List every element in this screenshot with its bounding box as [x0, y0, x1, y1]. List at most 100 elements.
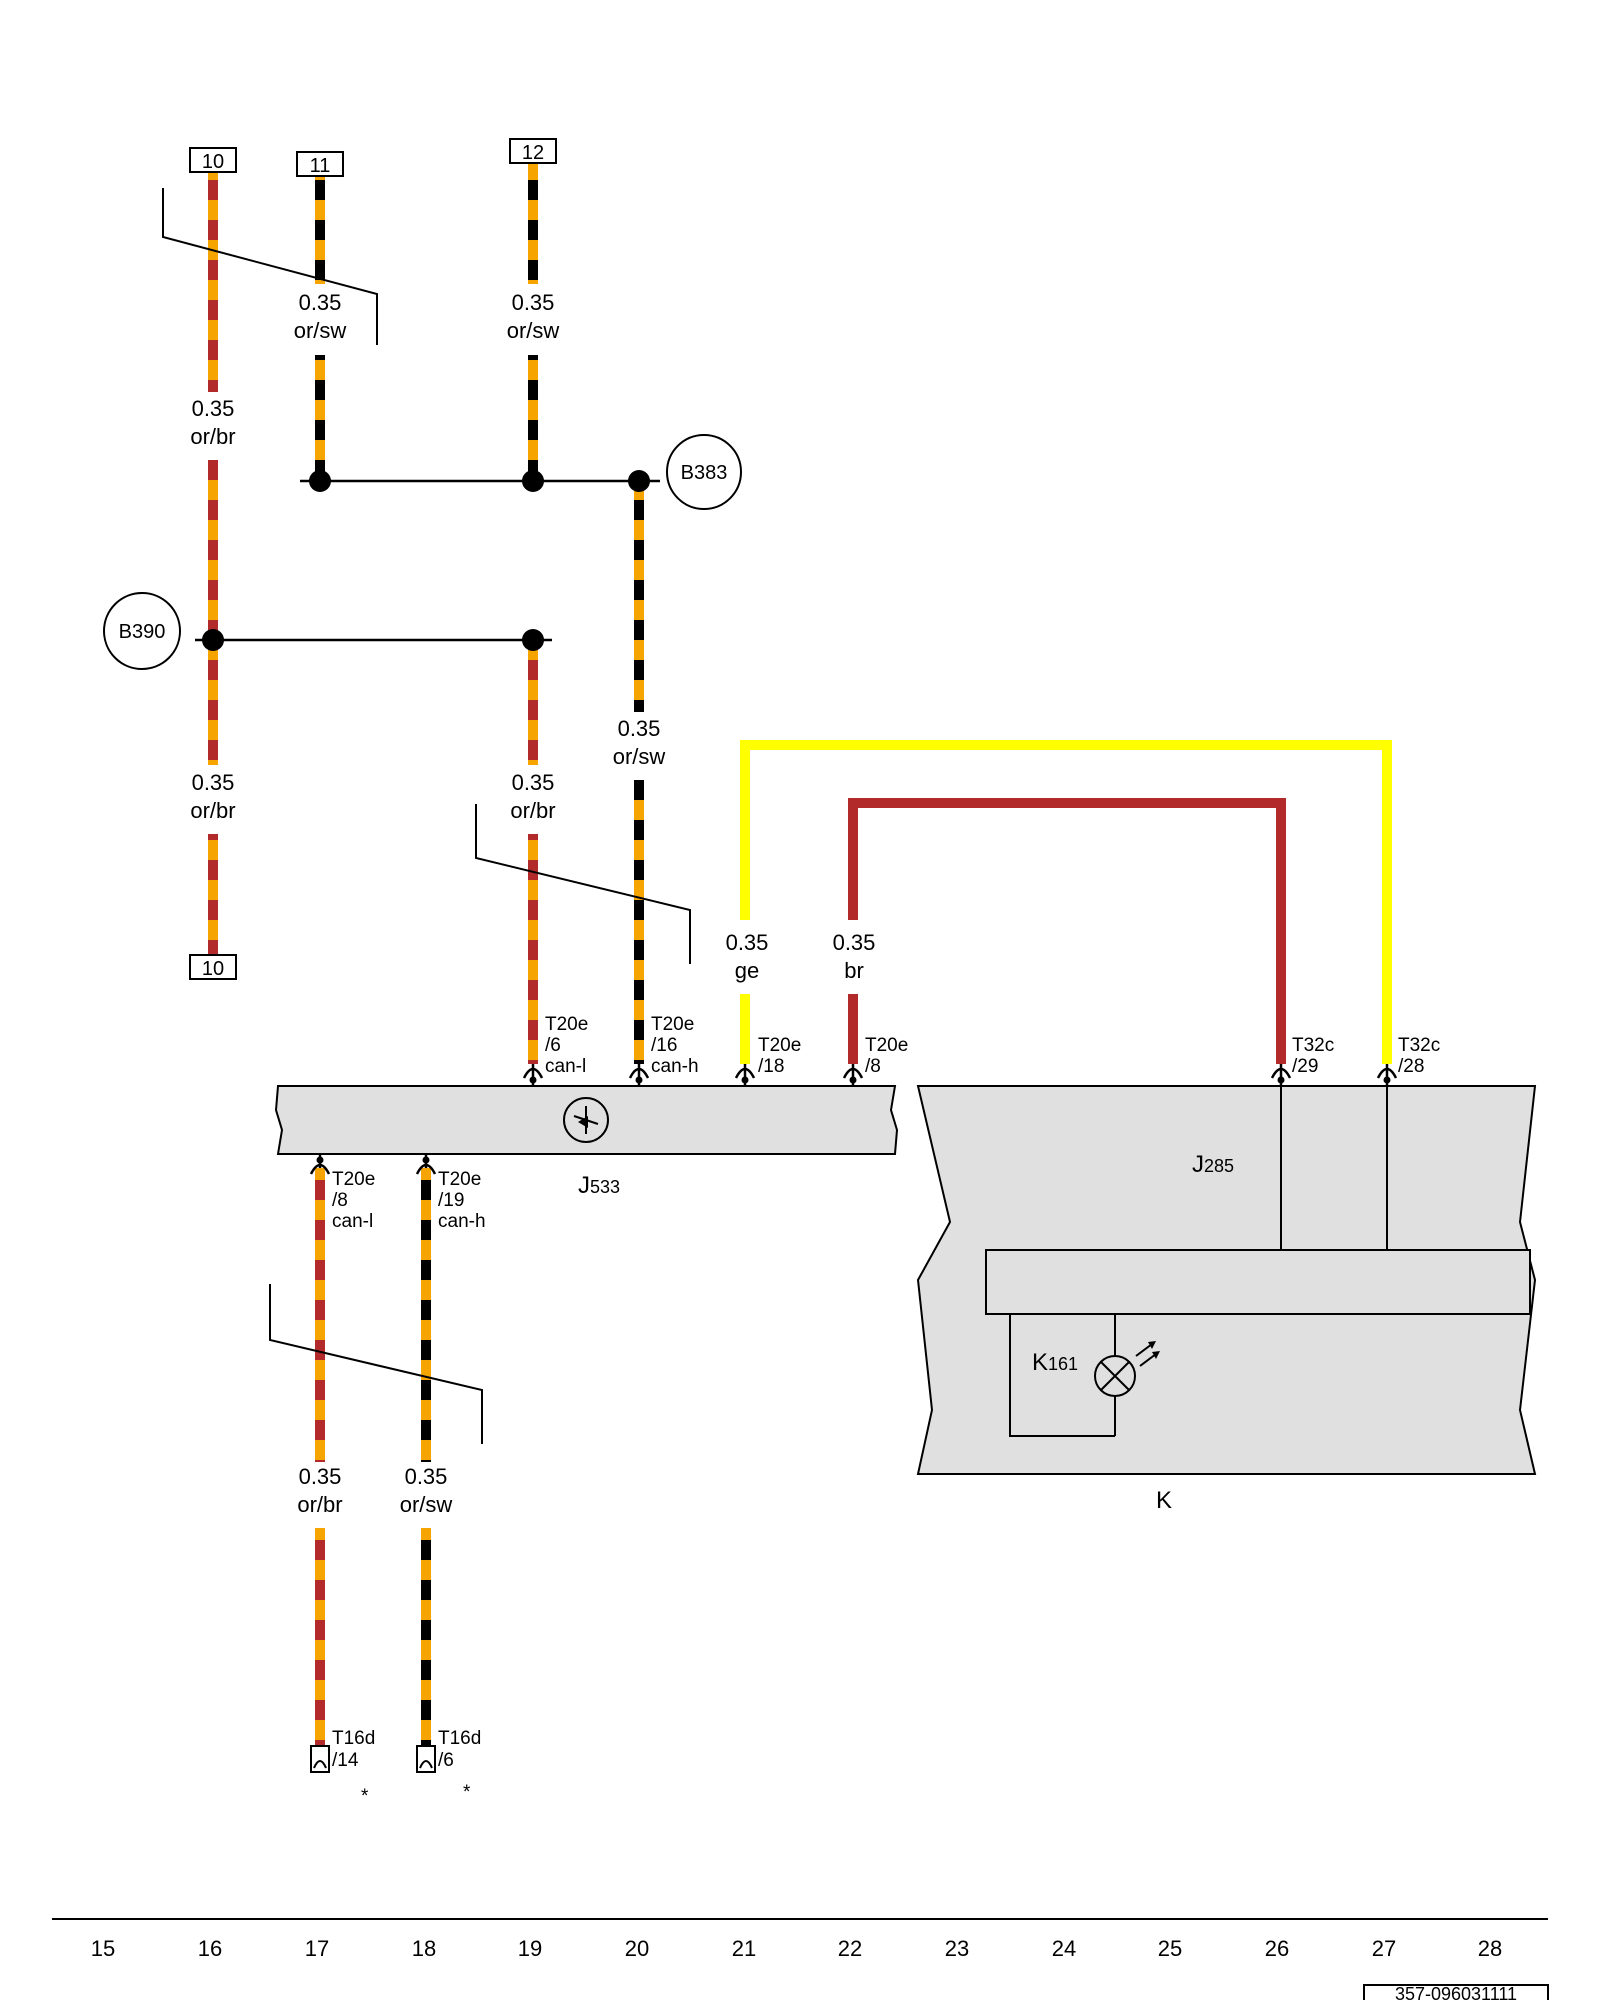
svg-text:T32c: T32c: [1398, 1035, 1440, 1056]
wire-yellow-ge-stub: [740, 994, 750, 1064]
svg-text:26: 26: [1265, 1936, 1289, 1961]
svg-text:0.35: 0.35: [618, 716, 661, 741]
wire-b390-branch-upper: [528, 640, 538, 765]
svg-text:/19: /19: [438, 1190, 464, 1211]
wire-b390-branch-lower: [528, 834, 538, 1064]
svg-text:or/sw: or/sw: [400, 1492, 453, 1517]
pin-labels: T20e /6 can-l T20e /16 can-h T20e /18 T2…: [332, 1014, 1440, 1232]
svg-text:/29: /29: [1292, 1056, 1318, 1077]
warning-lamp-icon: [1094, 1341, 1160, 1397]
cluster-bus-bar: [985, 1249, 1531, 1315]
svg-text:20: 20: [625, 1936, 649, 1961]
splice-b390-circle[interactable]: [103, 592, 181, 670]
marker-11-box[interactable]: [296, 151, 344, 177]
wire-j533-can-h-upper: [421, 1168, 431, 1462]
svg-text:or/sw: or/sw: [294, 318, 347, 343]
wire-11-upper: [315, 176, 325, 284]
diagnosis-connector-t16d[interactable]: T16d /14 T16d /6 * *: [310, 1728, 481, 1807]
wire-10-bottom-segment: [208, 834, 218, 954]
wire-b383-upper: [634, 480, 644, 712]
module-k-label: K: [1156, 1487, 1172, 1514]
wire-labels: 0.35 or/sw 0.35 or/sw 0.35 or/br 0.35 or…: [190, 290, 875, 1517]
marker-10-bottom-box[interactable]: [189, 954, 237, 980]
marker-10-top-box[interactable]: [189, 147, 237, 173]
svg-text:/6: /6: [438, 1750, 454, 1771]
svg-text:/16: /16: [651, 1035, 677, 1056]
marker-10-top-label: 10: [202, 151, 224, 173]
splice-dot: [522, 629, 544, 651]
marker-12-box[interactable]: [509, 138, 557, 164]
svg-text:28: 28: [1478, 1936, 1502, 1961]
svg-text:T20e: T20e: [438, 1169, 481, 1190]
svg-text:18: 18: [412, 1936, 436, 1961]
wire-10-middle-segment: [208, 460, 218, 765]
svg-text:T32c: T32c: [1292, 1035, 1334, 1056]
splice-dot: [309, 470, 331, 492]
twist-bracket-top: [162, 188, 378, 345]
splice-b390-label: B390: [119, 621, 166, 643]
marker-11-label: 11: [310, 155, 331, 177]
svg-text:ge: ge: [735, 958, 759, 983]
connector-stubs: [318, 1064, 1389, 1168]
svg-text:0.35: 0.35: [726, 930, 769, 955]
svg-text:15: 15: [91, 1936, 115, 1961]
twisted-pair-brackets: [162, 188, 691, 1444]
svg-text:16: 16: [198, 1936, 222, 1961]
svg-text:23: 23: [945, 1936, 969, 1961]
svg-text:25: 25: [1158, 1936, 1182, 1961]
svg-text:T20e: T20e: [332, 1169, 375, 1190]
splice-dot: [202, 629, 224, 651]
marker-12-label: 12: [522, 142, 544, 164]
svg-text:T20e: T20e: [545, 1014, 588, 1035]
footer-column-numbers: 15 16 17 18 19 20 21 22 23 24 25 26 27 2…: [91, 1936, 1502, 1961]
svg-text:or/br: or/br: [190, 424, 235, 449]
svg-text:0.35: 0.35: [192, 396, 235, 421]
svg-text:or/br: or/br: [297, 1492, 342, 1517]
wire-12-lower: [528, 355, 538, 481]
splice-b383-circle[interactable]: [666, 434, 742, 510]
svg-text:17: 17: [305, 1936, 329, 1961]
svg-text:or/sw: or/sw: [613, 744, 666, 769]
svg-text:can-l: can-l: [332, 1211, 373, 1232]
wire-11-lower: [315, 355, 325, 481]
svg-text:0.35: 0.35: [512, 290, 555, 315]
splice-dot: [522, 470, 544, 492]
svg-text:27: 27: [1372, 1936, 1396, 1961]
svg-text:19: 19: [518, 1936, 542, 1961]
wire-j533-can-h-lower: [421, 1528, 431, 1746]
connector-t16d-6-box: [416, 1745, 436, 1773]
wires-or-sw: [315, 162, 644, 1746]
svg-text:/8: /8: [332, 1190, 348, 1211]
svg-text:T16d: T16d: [438, 1728, 481, 1749]
svg-text:22: 22: [838, 1936, 862, 1961]
cluster-internal-lines: [985, 1086, 1531, 1437]
reference-number-box: [1363, 1984, 1549, 2000]
svg-text:0.35: 0.35: [299, 290, 342, 315]
svg-text:T20e: T20e: [651, 1014, 694, 1035]
svg-text:21: 21: [732, 1936, 756, 1961]
twist-bracket-bottom: [269, 1284, 483, 1444]
wire-brown-br: [848, 798, 1286, 1064]
wire-b383-lower: [634, 780, 644, 1064]
svg-text:or/br: or/br: [190, 798, 235, 823]
wire-j533-can-l-upper: [315, 1168, 325, 1462]
wire-10-top-segment: [208, 170, 218, 392]
splice-dots: [202, 470, 650, 651]
svg-text:0.35: 0.35: [512, 770, 555, 795]
svg-text:/28: /28: [1398, 1056, 1424, 1077]
wire-yellow-ge: [740, 740, 1392, 1064]
svg-text:0.35: 0.35: [405, 1464, 448, 1489]
svg-text:or/sw: or/sw: [507, 318, 560, 343]
asterisk-note-right: *: [463, 1782, 471, 1803]
svg-text:0.35: 0.35: [192, 770, 235, 795]
wire-12-upper: [528, 162, 538, 284]
module-j285-label: J285: [1192, 1151, 1234, 1178]
bus-lines: [195, 479, 660, 642]
connector-t16d-14-box: [310, 1745, 330, 1773]
svg-text:0.35: 0.35: [299, 1464, 342, 1489]
wire-j533-can-l-lower: [315, 1528, 325, 1746]
svg-text:T20e: T20e: [758, 1035, 801, 1056]
svg-text:0.35: 0.35: [833, 930, 876, 955]
svg-text:can-l: can-l: [545, 1056, 586, 1077]
svg-text:can-h: can-h: [651, 1056, 699, 1077]
